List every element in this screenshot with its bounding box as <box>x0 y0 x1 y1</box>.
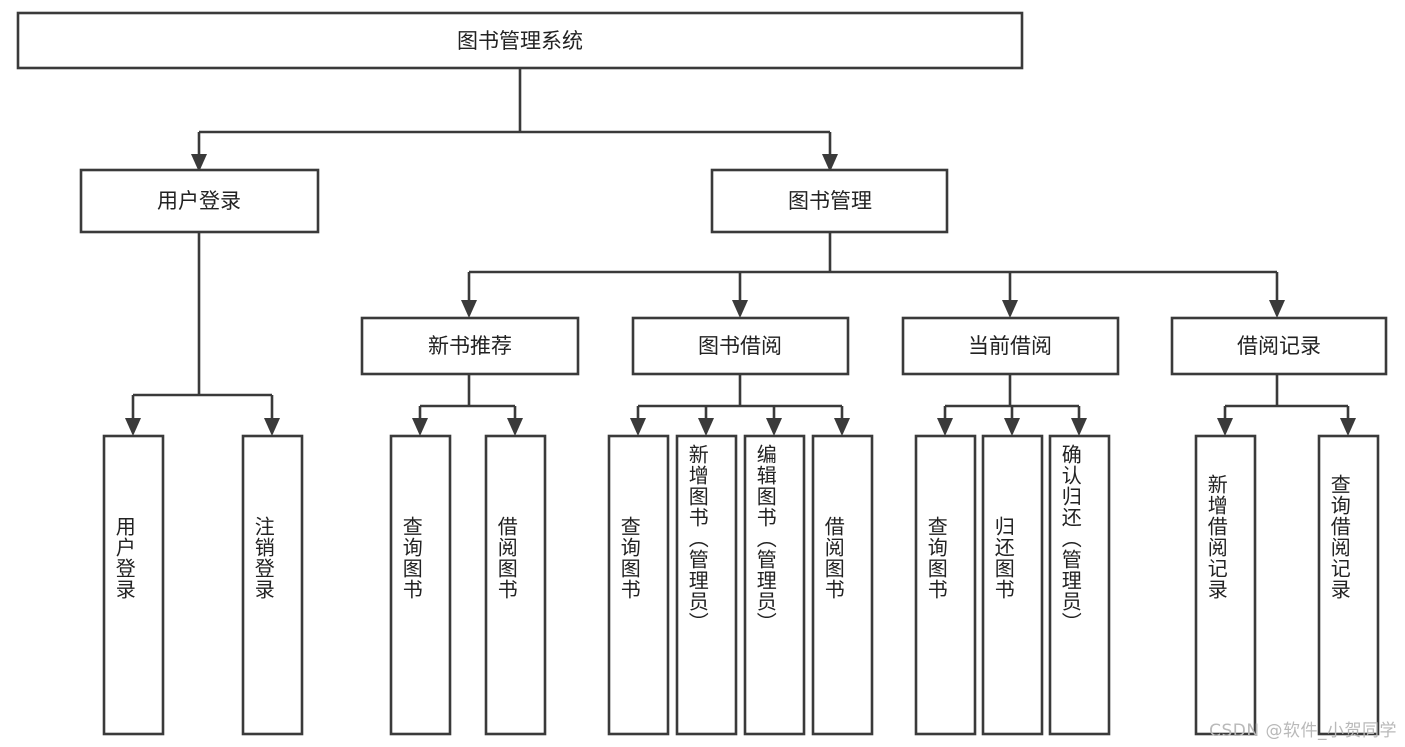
leaf-box-book-borrow-4[interactable] <box>811 434 874 736</box>
leaf-box-borrow-records-2[interactable] <box>1317 434 1380 736</box>
arrow-br-c1 <box>1217 418 1233 436</box>
node-user-login-label: 用户登录 <box>157 189 241 213</box>
arrow-br-c2 <box>1340 418 1356 436</box>
node-book-borrow[interactable]: 图书借阅 <box>631 316 850 376</box>
arrow-bb-c2 <box>698 418 714 436</box>
node-new-book-recommend-box[interactable] <box>360 316 580 376</box>
leaf-box-book-borrow-3[interactable] <box>743 434 806 736</box>
node-book-management[interactable]: 图书管理 <box>710 168 949 234</box>
arrow-user-login-c2 <box>264 418 280 436</box>
arrow-root-to-book-mgmt <box>822 154 838 172</box>
node-root-box[interactable] <box>16 11 1024 70</box>
arrow-root-to-user-login <box>191 154 207 172</box>
arrow-bm-c1 <box>461 300 477 318</box>
arrow-bb-c3 <box>766 418 782 436</box>
node-book-borrow-label: 图书借阅 <box>698 334 782 358</box>
leaf-box-new-book-1[interactable] <box>389 434 452 736</box>
node-root-label: 图书管理系统 <box>457 29 583 53</box>
node-borrow-records-label: 借阅记录 <box>1237 334 1321 358</box>
arrow-cb-c2 <box>1004 418 1020 436</box>
node-book-management-box[interactable] <box>710 168 949 234</box>
node-current-borrow-box[interactable] <box>901 316 1120 376</box>
arrow-bm-c3 <box>1002 300 1018 318</box>
leaf-box-book-borrow-2[interactable] <box>675 434 738 736</box>
node-borrow-records-box[interactable] <box>1170 316 1388 376</box>
arrow-bb-c4 <box>834 418 850 436</box>
node-current-borrow[interactable]: 当前借阅 <box>901 316 1120 376</box>
node-new-book-recommend[interactable]: 新书推荐 <box>360 316 580 376</box>
arrow-user-login-c1 <box>125 418 141 436</box>
node-user-login-box[interactable] <box>79 168 320 234</box>
arrow-nbr-c1 <box>412 418 428 436</box>
node-book-borrow-box[interactable] <box>631 316 850 376</box>
arrow-bm-c4 <box>1269 300 1285 318</box>
leaf-box-new-book-2[interactable] <box>484 434 547 736</box>
node-current-borrow-label: 当前借阅 <box>968 334 1052 358</box>
leaf-box-book-borrow-1[interactable] <box>607 434 670 736</box>
leaf-box-borrow-records-1[interactable] <box>1194 434 1257 736</box>
arrow-bm-c2 <box>732 300 748 318</box>
node-root[interactable]: 图书管理系统 <box>16 11 1024 70</box>
arrow-nbr-c2 <box>507 418 523 436</box>
leaf-box-current-borrow-3[interactable] <box>1048 434 1111 736</box>
leaf-box-user-login-2[interactable] <box>241 434 304 736</box>
arrow-bb-c1 <box>630 418 646 436</box>
node-borrow-records[interactable]: 借阅记录 <box>1170 316 1388 376</box>
node-user-login[interactable]: 用户登录 <box>79 168 320 234</box>
arrow-cb-c3 <box>1071 418 1087 436</box>
leaf-box-user-login-1[interactable] <box>102 434 165 736</box>
node-book-management-label: 图书管理 <box>788 189 872 213</box>
arrow-cb-c1 <box>937 418 953 436</box>
leaf-box-current-borrow-1[interactable] <box>914 434 977 736</box>
csdn-watermark: CSDN @软件_小贺同学 <box>1209 721 1397 741</box>
leaf-box-current-borrow-2[interactable] <box>981 434 1044 736</box>
node-new-book-recommend-label: 新书推荐 <box>428 334 512 358</box>
connector-group <box>125 68 1356 436</box>
